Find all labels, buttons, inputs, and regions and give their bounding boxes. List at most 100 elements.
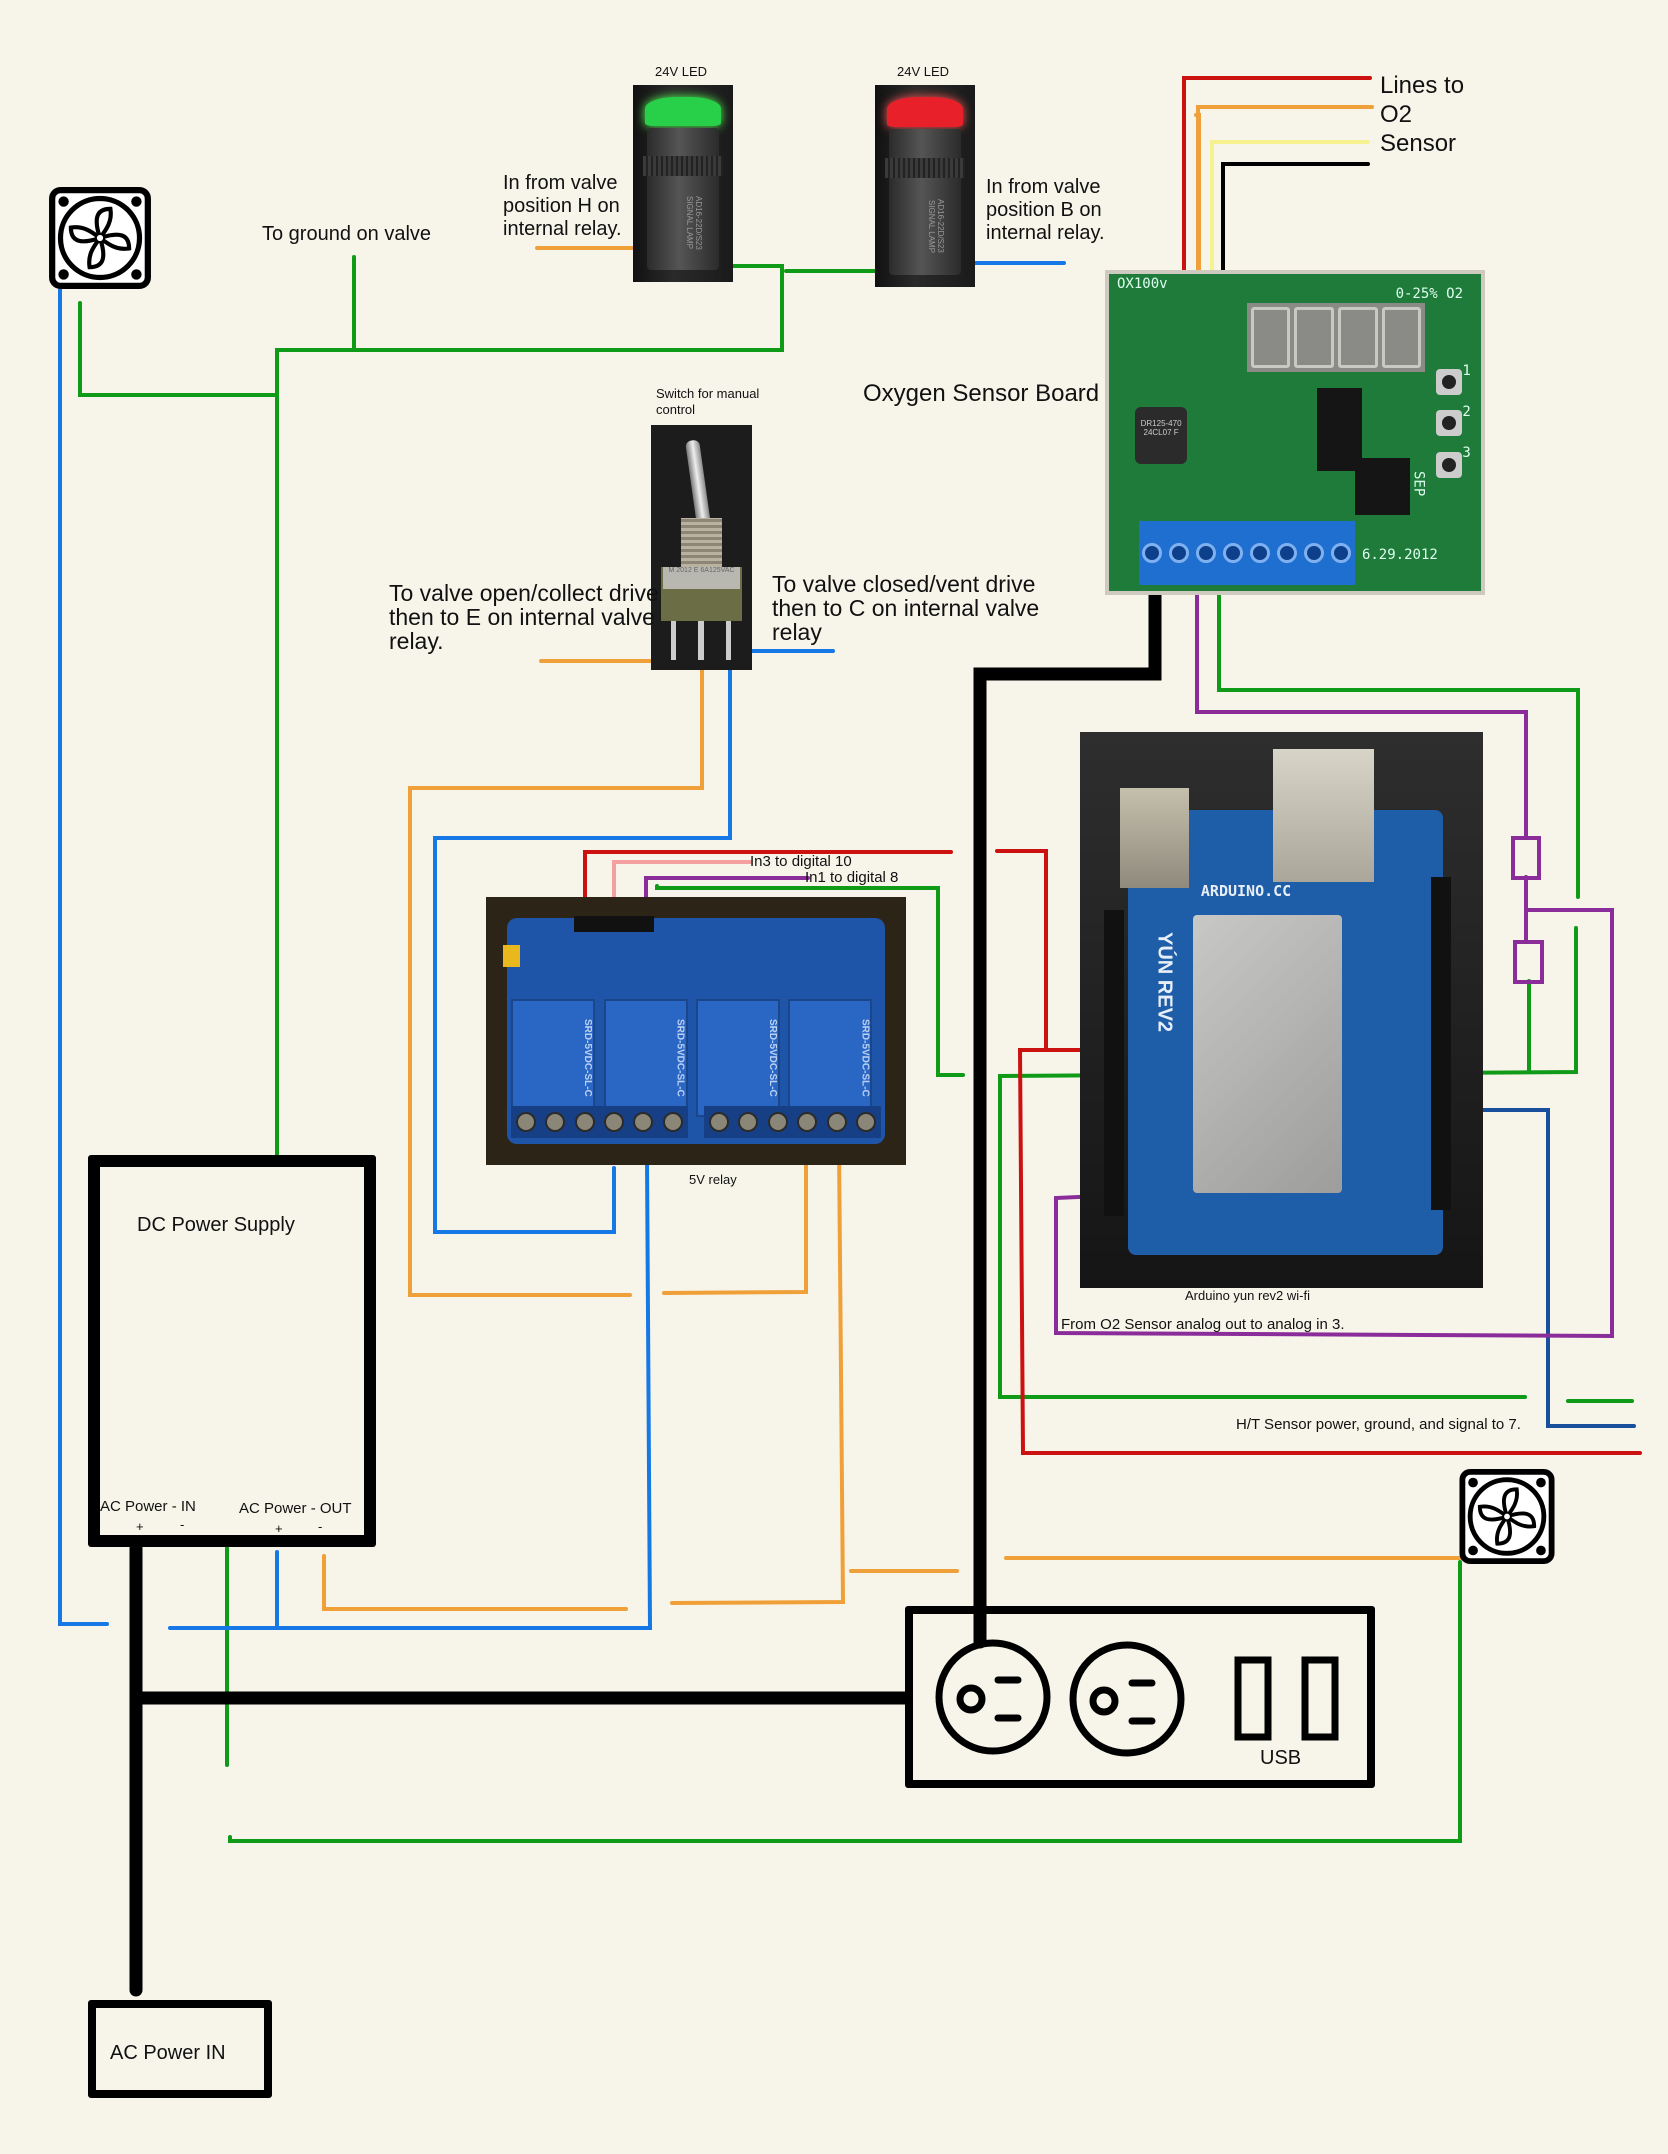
wire-green-fan1 [78, 301, 279, 397]
valve-b-label-3: internal relay. [986, 222, 1105, 244]
wire-green-o2-out [1217, 590, 1580, 899]
wire-orange-relay-2 [670, 1143, 846, 1605]
relay-terminals-right [704, 1106, 881, 1139]
wire-blue-relay-com [168, 1157, 653, 1630]
fan-icon [49, 187, 151, 289]
valve-open-label-2: then to E on internal valve [389, 604, 655, 630]
manual-toggle-switch[interactable]: M 2012 E 6A125VAC [651, 425, 752, 670]
usb-port-1[interactable] [1234, 1656, 1272, 1741]
relay-module-4: SRD-5VDC-SL-C [788, 998, 873, 1117]
wire-green-ht-ground [998, 926, 1578, 1399]
wire-purple-to-a3 [1054, 908, 1614, 1339]
ac-in-label: AC Power - IN [100, 1498, 196, 1515]
wire-red-arduino-5v [995, 849, 1048, 1052]
power-strip: USB [905, 1606, 1375, 1788]
resistor-1 [1511, 836, 1541, 880]
o2-lines-label-2: O2 [1380, 101, 1413, 128]
relay-terminals-left [511, 1106, 688, 1139]
o2-date-text: 6.29.2012 [1361, 546, 1438, 563]
usb-label: USB [1260, 1747, 1302, 1769]
o2-analog-label: From O2 Sensor analog out to analog in 3… [1061, 1316, 1345, 1333]
relay-module-2: SRD-5VDC-SL-C [603, 998, 688, 1117]
led-green-label: 24V LED [655, 64, 708, 79]
led-red-label: 24V LED [897, 64, 950, 79]
switch-print: M 2012 E 6A125VAC [663, 567, 740, 590]
relay-module-3: SRD-5VDC-SL-C [696, 998, 780, 1117]
wire-red-o2 [1182, 76, 1372, 292]
o2-range-text: 0-25% O2 [1395, 286, 1463, 302]
ground-on-valve-label: To ground on valve [262, 223, 432, 245]
wire-red-5v-bus [1017, 1048, 1642, 1455]
o2-button-label-3: 3 [1462, 445, 1471, 462]
fan-icon [1459, 1468, 1555, 1565]
wire-green-fan2 [228, 1560, 1462, 1843]
relay-module-1: SRD-5VDC-SL-C [511, 998, 596, 1117]
wire-green-ground-bus [275, 264, 784, 1157]
switch-lever[interactable] [685, 439, 712, 527]
wire-blue-fan1 [58, 288, 109, 1626]
led-red-print: AD16-22D/S23 SIGNAL LAMP [927, 199, 945, 254]
arduino-model-text: YÚN REV2 [1153, 932, 1176, 1033]
o2-board-label: Oxygen Sensor Board [863, 380, 1100, 407]
o2-button-3[interactable] [1436, 451, 1463, 478]
resistor-2 [1513, 940, 1544, 984]
valve-closed-label-2: then to C on internal valve [772, 595, 1040, 621]
arduino-digital-header [1430, 876, 1451, 1211]
arduino-ethernet-port [1273, 748, 1375, 883]
relay-board-4ch: SRD-5VDC-SL-C SRD-5VDC-SL-C SRD-5VDC-SL-… [486, 897, 906, 1165]
o2-lines-label-3: Sensor [1380, 130, 1457, 157]
o2-side-text: SEP [1410, 470, 1427, 496]
o2-seven-segment-display [1246, 302, 1426, 373]
o2-button-label-2: 2 [1462, 403, 1471, 420]
valve-open-label-1: To valve open/collect drive [389, 580, 659, 606]
ac-out-label: AC Power - OUT [239, 1500, 352, 1517]
ac-in-minus: - [180, 1517, 185, 1532]
ac-out-plus: + [275, 1521, 283, 1536]
o2-inductor: DR125-470 24CL07 F [1135, 407, 1188, 465]
green-ground-wires [78, 255, 1634, 1843]
power-strip-outlets [935, 1639, 1339, 1757]
valve-h-label-1: In from valve [503, 172, 618, 194]
usb-port-2[interactable] [1301, 1656, 1339, 1741]
outlet-1[interactable] [935, 1639, 1051, 1755]
o2-button-1[interactable] [1436, 369, 1463, 396]
in3-label: In3 to digital 10 [750, 853, 852, 870]
led-red-photo: AD16-22D/S23 SIGNAL LAMP [875, 85, 975, 287]
led-green-photo: AD16-22D/S23 SIGNAL LAMP [633, 85, 733, 282]
relay-jumper [502, 945, 520, 967]
switch-label: Switch for manual control [656, 386, 760, 417]
dc-power-supply-label: DC Power Supply [137, 1214, 295, 1236]
wire-orange-switch-mid [408, 653, 704, 1297]
o2-model-text: OX100v [1117, 276, 1168, 292]
valve-h-label-3: internal relay. [503, 218, 622, 240]
wire-orange-o2-line [1196, 105, 1374, 287]
led-red-lens [887, 97, 963, 128]
in1-label: In1 to digital 8 [805, 869, 899, 886]
wire-darkblue-ht-signal [1466, 1108, 1636, 1428]
valve-b-label-1: In from valve [986, 176, 1101, 198]
ac-power-in-label: AC Power IN [110, 2042, 226, 2064]
valve-closed-label-1: To valve closed/vent drive [772, 571, 1036, 597]
o2-button-2[interactable] [1436, 410, 1463, 437]
wire-orange-relay-1 [662, 1143, 808, 1295]
wire-black-o2-line [1221, 162, 1370, 292]
wire-yellow-o2-line [1210, 140, 1370, 292]
ac-power-in: AC Power IN [88, 2000, 272, 2098]
arduino-power-analog-header [1104, 909, 1125, 1216]
relay-input-header [574, 915, 654, 932]
arduino-usb-a-port [1120, 787, 1189, 888]
outlet-2[interactable] [1069, 1641, 1185, 1757]
ac-in-plus: + [136, 1519, 144, 1534]
valve-open-label-3: relay. [389, 628, 444, 654]
relay-label: 5V relay [689, 1172, 737, 1187]
arduino-yun-board: ARDUINO.CC YÚN REV2 [1080, 732, 1483, 1288]
dc-power-supply: DC Power Supply AC Power - IN + - AC Pow… [88, 1155, 376, 1547]
valve-b-label-2: position B on [986, 199, 1102, 221]
wire-green-relay-gnd [655, 884, 965, 1077]
wire-purple-o2-analog [1195, 590, 1528, 840]
power-wires [129, 585, 1162, 1997]
orange-wires [322, 113, 1462, 1611]
o2-sensor-board: OX100v 0-25% O2 DR125-470 24CL07 F 1 2 3… [1105, 270, 1485, 595]
